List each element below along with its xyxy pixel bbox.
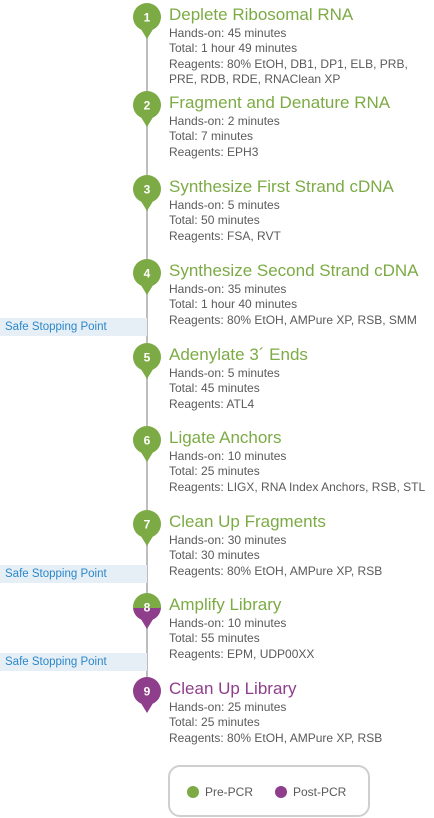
- step-title: Synthesize Second Strand cDNA: [169, 261, 419, 280]
- legend: Pre-PCR Post-PCR: [168, 765, 370, 817]
- step-number-badge: 2: [131, 90, 163, 132]
- step-detail-line: Hands-on: 5 minutes: [169, 198, 280, 212]
- step-detail-line: Reagents: ATL4: [169, 396, 255, 411]
- step-number: 9: [144, 685, 151, 699]
- legend-label: Post-PCR: [293, 785, 347, 799]
- step-detail-line: Total: 1 hour 49 minutes: [169, 41, 298, 56]
- step-number-badge: 5: [131, 342, 163, 384]
- step-detail-line: Hands-on: 10 minutes: [169, 449, 287, 463]
- step-detail-line: Total: 30 minutes: [169, 548, 260, 563]
- step-number: 1: [144, 11, 151, 25]
- step-number: 4: [144, 267, 151, 281]
- step-detail-line: Hands-on: 25 minutes: [169, 700, 287, 714]
- safe-stopping-point-label: Safe Stopping Point: [0, 318, 147, 336]
- step-detail-line: Reagents: 80% EtOH, AMPure XP, RSB: [169, 563, 383, 578]
- step-detail-line: Total: 50 minutes: [169, 213, 260, 228]
- step-number: 6: [144, 434, 151, 448]
- step-detail-line: Total: 7 minutes: [169, 129, 254, 144]
- pre-pcr-dot-icon: [187, 786, 199, 798]
- step-number-badge: 4: [131, 258, 163, 300]
- step-detail-line: Total: 55 minutes: [169, 631, 260, 646]
- step-title: Deplete Ribosomal RNA: [169, 5, 354, 24]
- step-title: Adenylate 3´ Ends: [169, 345, 308, 364]
- step-detail-line: Hands-on: 5 minutes: [169, 366, 280, 380]
- step-number-badge: 7: [131, 509, 163, 551]
- step-detail-line: Total: 1 hour 40 minutes: [169, 297, 298, 312]
- safe-stopping-point-label: Safe Stopping Point: [0, 653, 147, 671]
- step-detail-line: Reagents: 80% EtOH, AMPure XP, RSB: [169, 730, 383, 745]
- step-detail-line: PRE, RDB, RDE, RNAClean XP: [169, 71, 341, 86]
- step-detail-line: Reagents: 80% EtOH, AMPure XP, RSB, SMM: [169, 312, 417, 327]
- step-title: Amplify Library: [169, 595, 282, 614]
- step-number-badge: 8: [131, 592, 163, 634]
- step-number-badge: 3: [131, 174, 163, 216]
- step-detail-line: Hands-on: 10 minutes: [169, 616, 287, 630]
- step-title: Ligate Anchors: [169, 428, 282, 447]
- step-number: 3: [144, 183, 151, 197]
- post-pcr-dot-icon: [275, 786, 287, 798]
- step-detail-line: Reagents: 80% EtOH, DB1, DP1, ELB, PRB,: [169, 56, 408, 71]
- step-detail-line: Hands-on: 2 minutes: [169, 114, 280, 128]
- step-detail-line: Total: 25 minutes: [169, 715, 260, 730]
- step-detail-line: Hands-on: 45 minutes: [169, 26, 287, 40]
- step-number: 5: [144, 351, 151, 365]
- step-number-badge: 6: [131, 425, 163, 467]
- legend-label: Pre-PCR: [205, 785, 254, 799]
- step-detail-line: Hands-on: 35 minutes: [169, 282, 287, 296]
- step-number: 2: [144, 99, 151, 113]
- step-detail-line: Total: 25 minutes: [169, 464, 260, 479]
- step-title: Fragment and Denature RNA: [169, 93, 391, 112]
- step-detail-line: Reagents: EPH3: [169, 144, 259, 159]
- step-detail-line: Total: 45 minutes: [169, 381, 260, 396]
- step-number-badge: 9: [131, 676, 163, 718]
- step-title: Clean Up Fragments: [169, 512, 326, 531]
- step-title: Clean Up Library: [169, 679, 297, 698]
- safe-stopping-point-label: Safe Stopping Point: [0, 565, 147, 583]
- step-detail-line: Reagents: LIGX, RNA Index Anchors, RSB, …: [169, 479, 426, 494]
- step-title: Synthesize First Strand cDNA: [169, 177, 394, 196]
- step-detail-line: Reagents: FSA, RVT: [169, 228, 281, 243]
- step-detail-line: Reagents: EPM, UDP00XX: [169, 646, 315, 661]
- step-number-badge: 1: [131, 2, 163, 44]
- step-number: 7: [144, 518, 151, 532]
- step-number: 8: [144, 601, 151, 615]
- step-detail-line: Hands-on: 30 minutes: [169, 533, 287, 547]
